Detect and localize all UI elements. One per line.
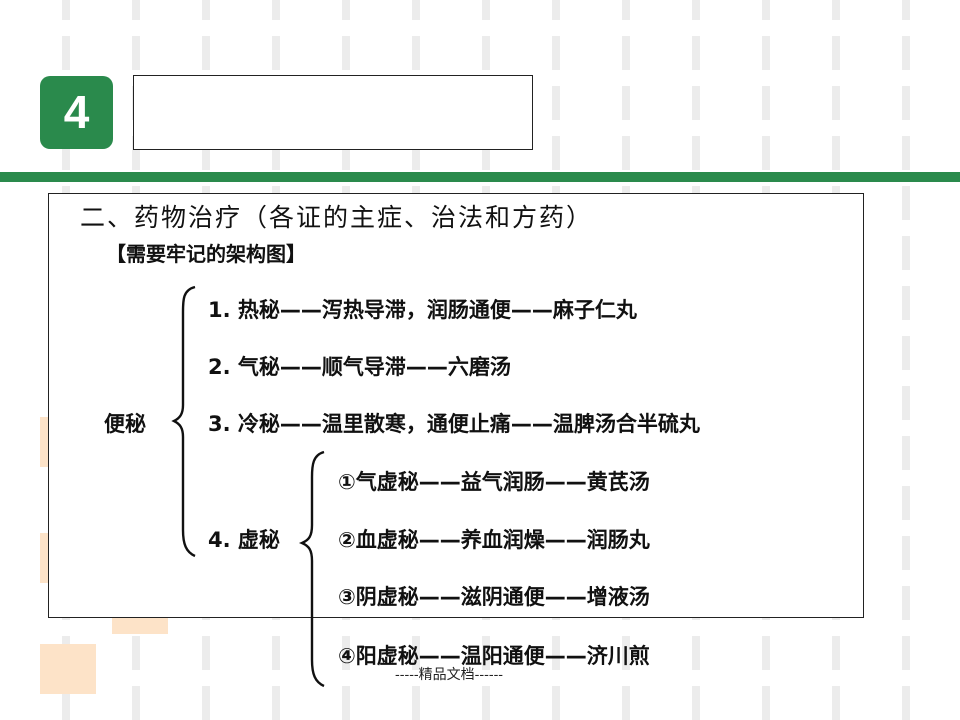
main-brace (171, 285, 196, 558)
diagram-root: 便秘 (104, 412, 146, 436)
branch-item: 2. 气秘——顺气导滞——六磨汤 (208, 355, 511, 379)
sub-branch-item: ②血虚秘——养血润燥——润肠丸 (338, 528, 650, 552)
sub-brace (298, 450, 325, 688)
sub-branch-item: ④阳虚秘——温阳通便——济川煎 (338, 644, 650, 668)
sub-branch-item: ③阴虚秘——滋阴通便——增液汤 (338, 585, 650, 609)
title-placeholder (133, 75, 533, 150)
header-divider (0, 172, 960, 182)
sub-branch-item: ①气虚秘——益气润肠——黄芪汤 (338, 470, 650, 494)
diagram-subtitle: 【需要牢记的架构图】 (106, 242, 306, 266)
slide-number-badge: 4 (40, 76, 113, 149)
branch-item: 4. 虚秘 (208, 528, 280, 552)
footer-text: -----精品文档------ (395, 667, 504, 683)
branch-item: 1. 热秘——泻热导滞，润肠通便——麻子仁丸 (208, 298, 637, 322)
decor-block (40, 644, 96, 694)
branch-item: 3. 冷秘——温里散寒，通便止痛——温脾汤合半硫丸 (208, 412, 700, 436)
section-heading: 二、药物治疗（各证的主症、治法和方药） (80, 203, 594, 232)
